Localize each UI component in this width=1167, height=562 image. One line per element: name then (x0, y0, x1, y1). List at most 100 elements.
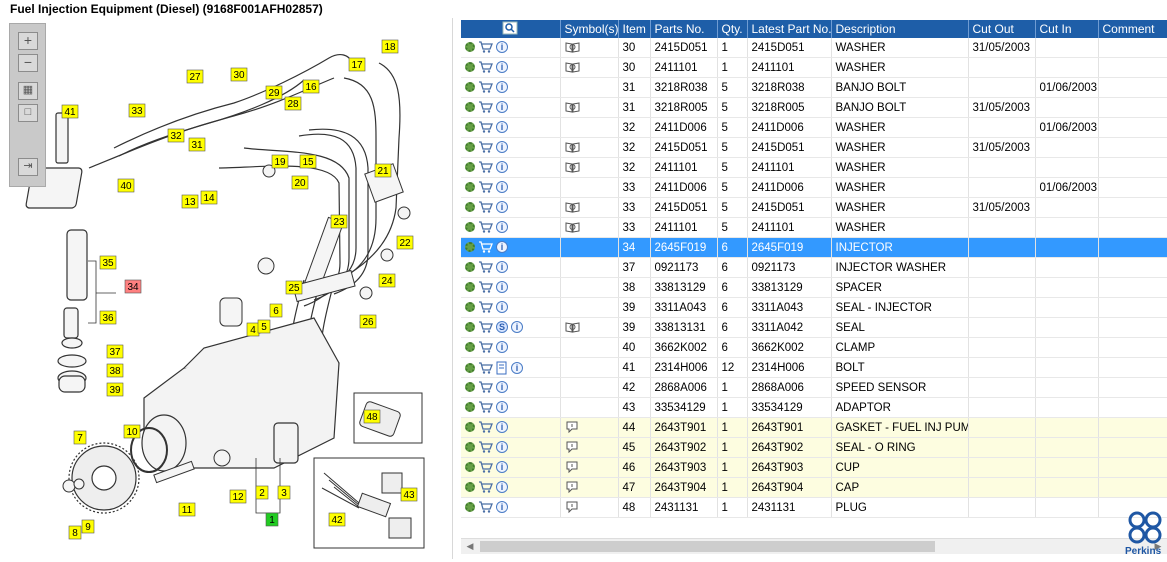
callout-42[interactable]: 42 (328, 512, 346, 527)
zoom-out-button[interactable]: − (18, 54, 38, 72)
callout-34[interactable]: 34 (124, 279, 142, 294)
cart-icon[interactable] (478, 301, 493, 314)
settings-gear-icon[interactable] (465, 82, 475, 93)
column-header[interactable]: Comment (1098, 20, 1167, 38)
callout-17[interactable]: 17 (348, 57, 366, 72)
settings-gear-icon[interactable] (465, 482, 475, 493)
cart-icon[interactable] (478, 181, 493, 194)
settings-gear-icon[interactable] (465, 142, 475, 153)
cart-icon[interactable] (478, 201, 493, 214)
symbol-cell[interactable] (560, 437, 619, 458)
callout-5[interactable]: 5 (257, 319, 271, 334)
note-icon[interactable] (565, 441, 580, 454)
settings-gear-icon[interactable] (465, 462, 475, 473)
callout-38[interactable]: 38 (106, 363, 124, 378)
scrollbar-thumb[interactable] (480, 541, 935, 552)
cart-icon[interactable] (478, 281, 493, 294)
info-icon[interactable]: i (496, 501, 508, 514)
callout-11[interactable]: 11 (178, 502, 196, 517)
callout-23[interactable]: 23 (330, 214, 348, 229)
callout-22[interactable]: 22 (396, 235, 414, 250)
callout-7[interactable]: 7 (73, 430, 87, 445)
book-icon[interactable] (565, 161, 580, 174)
symbol-cell[interactable] (560, 477, 619, 498)
column-header[interactable]: Latest Part No. (747, 20, 832, 38)
callout-6[interactable]: 6 (269, 303, 283, 318)
cart-icon[interactable] (478, 261, 493, 274)
callout-30[interactable]: 30 (230, 67, 248, 82)
callout-40[interactable]: 40 (117, 178, 135, 193)
callout-10[interactable]: 10 (123, 424, 141, 439)
symbol-cell[interactable] (560, 57, 619, 78)
header-search[interactable] (461, 20, 561, 38)
callout-29[interactable]: 29 (265, 85, 283, 100)
cart-icon[interactable] (478, 321, 493, 334)
info-icon[interactable]: i (496, 201, 508, 214)
symbol-cell[interactable] (560, 38, 619, 58)
info-icon[interactable]: i (511, 361, 523, 374)
callout-8[interactable]: 8 (68, 525, 82, 540)
cart-icon[interactable] (478, 101, 493, 114)
callout-25[interactable]: 25 (285, 280, 303, 295)
column-header[interactable]: Cut In (1035, 20, 1099, 38)
callout-18[interactable]: 18 (381, 39, 399, 54)
callout-37[interactable]: 37 (106, 344, 124, 359)
zoom-in-button[interactable]: + (18, 32, 38, 50)
info-icon[interactable]: i (496, 101, 508, 114)
callout-3[interactable]: 3 (277, 485, 291, 500)
book-icon[interactable] (565, 201, 580, 214)
info-icon[interactable]: i (496, 141, 508, 154)
info-icon[interactable]: i (496, 221, 508, 234)
settings-gear-icon[interactable] (465, 442, 475, 453)
callout-36[interactable]: 36 (99, 310, 117, 325)
supersession-icon[interactable]: S (496, 321, 508, 334)
settings-gear-icon[interactable] (465, 402, 475, 413)
callout-35[interactable]: 35 (99, 255, 117, 270)
info-icon[interactable]: i (496, 461, 508, 474)
note-icon[interactable] (565, 501, 580, 514)
callout-39[interactable]: 39 (106, 382, 124, 397)
callout-20[interactable]: 20 (291, 175, 309, 190)
document-icon[interactable] (496, 361, 508, 375)
search-icon[interactable] (502, 21, 518, 35)
callout-1[interactable]: 1 (265, 512, 279, 527)
symbol-cell[interactable] (560, 417, 619, 438)
cart-icon[interactable] (478, 161, 493, 174)
callout-41[interactable]: 41 (61, 104, 79, 119)
book-icon[interactable] (565, 61, 580, 74)
info-icon[interactable]: i (496, 441, 508, 454)
column-header[interactable]: Qty. (717, 20, 748, 38)
callout-16[interactable]: 16 (302, 79, 320, 94)
settings-gear-icon[interactable] (465, 502, 475, 513)
cart-icon[interactable] (478, 421, 493, 434)
note-icon[interactable] (565, 421, 580, 434)
callout-4[interactable]: 4 (246, 322, 260, 337)
cart-icon[interactable] (478, 481, 493, 494)
book-icon[interactable] (565, 141, 580, 154)
callout-14[interactable]: 14 (200, 190, 218, 205)
callout-28[interactable]: 28 (284, 96, 302, 111)
scroll-right-icon[interactable]: ▶ (1154, 541, 1162, 551)
reset-view-button[interactable]: □ (18, 104, 38, 122)
settings-gear-icon[interactable] (465, 202, 475, 213)
callout-43[interactable]: 43 (400, 487, 418, 502)
column-header[interactable]: Item (618, 20, 651, 38)
symbol-cell[interactable] (560, 457, 619, 478)
settings-gear-icon[interactable] (465, 282, 475, 293)
callout-15[interactable]: 15 (299, 154, 317, 169)
